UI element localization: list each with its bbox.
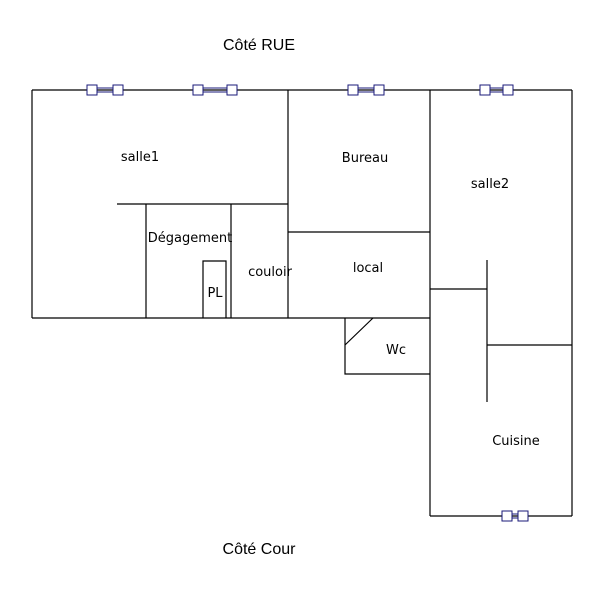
room-label-couloir: couloir — [248, 265, 293, 280]
window-4 — [479, 84, 514, 96]
window-2 — [192, 84, 238, 96]
room-label-salle1: salle1 — [121, 150, 159, 165]
wall-pl — [202, 260, 227, 318]
window-3 — [347, 84, 385, 96]
window-5 — [501, 510, 529, 522]
room-label-local: local — [353, 261, 383, 276]
room-label-cuisine: Cuisine — [492, 434, 540, 449]
street-side-label: Côté RUE — [223, 37, 295, 54]
wall-wc — [344, 318, 430, 375]
room-label-degagement: Dégagement — [148, 231, 232, 246]
room-label-wc: Wc — [386, 343, 406, 358]
room-label-pl: PL — [207, 286, 223, 301]
walls — [31, 89, 573, 517]
room-label-bureau: Bureau — [342, 151, 388, 166]
room-label-salle2: salle2 — [471, 177, 509, 192]
wc-door-swing — [344, 317, 374, 346]
courtyard-side-label: Côté Cour — [223, 541, 297, 558]
window-1 — [86, 84, 124, 96]
